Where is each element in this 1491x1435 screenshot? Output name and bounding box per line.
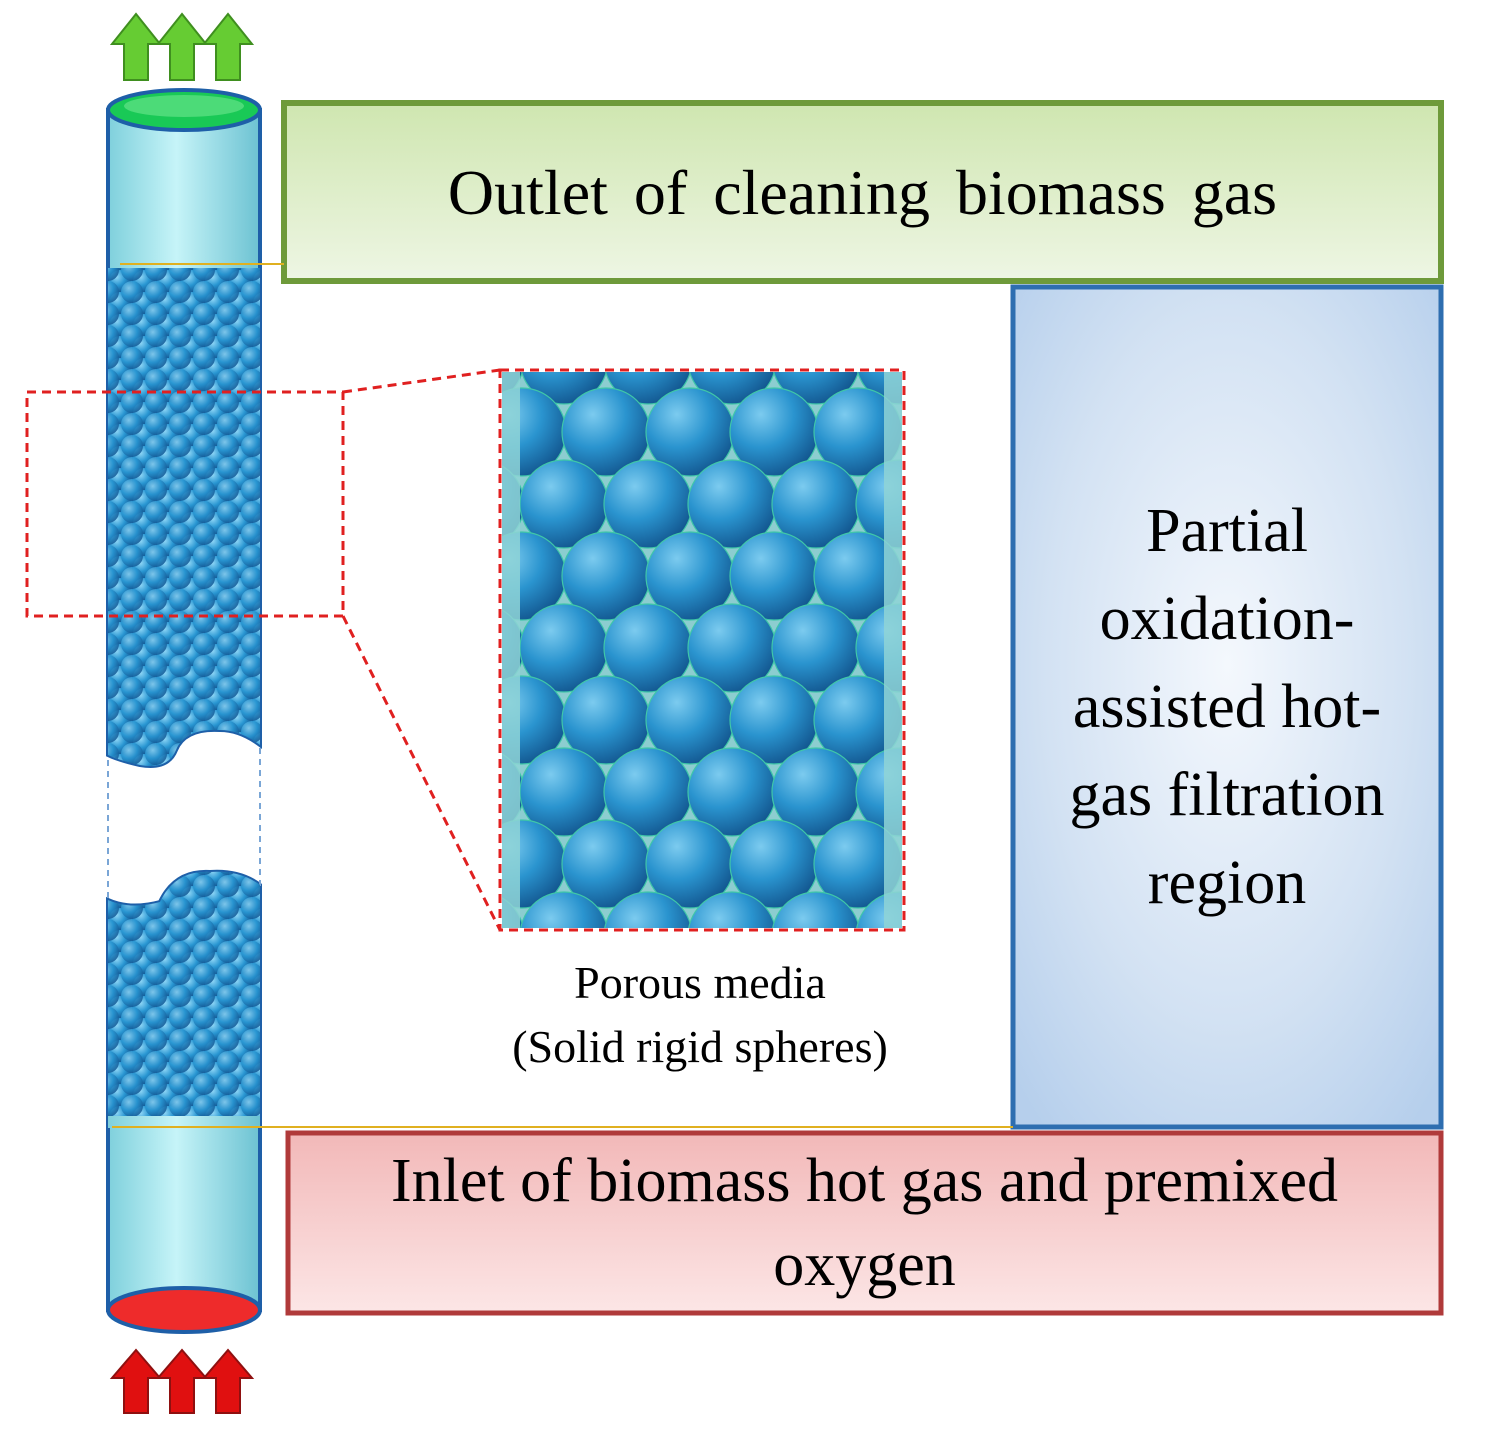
tube-spheres-lower	[108, 871, 260, 1128]
zoom-sphere	[688, 891, 776, 928]
region-line-1: Partial	[1146, 497, 1308, 565]
region-line-4: gas filtration	[1069, 761, 1385, 829]
zoom-sphere	[813, 819, 902, 909]
inlet-box	[285, 1130, 1444, 1316]
inlet-line-1: Inlet of biomass hot gas and premixed	[390, 1147, 1338, 1215]
tube	[106, 88, 262, 1334]
region-box	[1010, 284, 1444, 1130]
inflow-arrow-icon	[109, 1348, 255, 1414]
outlet-box	[281, 100, 1444, 284]
region-line-5: region	[1147, 849, 1307, 917]
tube-spheres-upper	[108, 268, 260, 766]
outflow-arrow-icon	[109, 12, 255, 81]
zoom-target-rect	[498, 368, 906, 932]
region-label: Partial oxidation- assisted hot- gas fil…	[1018, 292, 1436, 1122]
zoom-sphere	[520, 891, 608, 928]
region-line-2: oxidation-	[1099, 585, 1355, 653]
zoom-sphere	[813, 387, 902, 477]
tube-bottom-cap	[106, 1286, 262, 1334]
outlet-label: Outlet of cleaning biomass gas	[290, 108, 1435, 278]
inlet-line-2: oxygen	[773, 1231, 956, 1299]
zoom-sphere	[813, 531, 902, 621]
zoom-caption-line-1: Porous media	[574, 957, 826, 1008]
zoom-frame	[25, 368, 906, 932]
zoom-spheres	[502, 372, 902, 928]
inlet-label: Inlet of biomass hot gas and premixed ox…	[292, 1138, 1437, 1308]
zoom-caption-line-2: (Solid rigid spheres)	[512, 1021, 888, 1072]
region-line-3: assisted hot-	[1072, 673, 1382, 741]
zoom-sphere	[604, 891, 692, 928]
zoom-sphere	[813, 675, 902, 765]
zoom-sphere	[772, 891, 860, 928]
outlet-label-text: Outlet of cleaning biomass gas	[447, 157, 1278, 228]
zoom-caption: Porous media (Solid rigid spheres)	[440, 950, 960, 1080]
zoom-source-rect	[25, 390, 345, 618]
zoom-inset	[502, 372, 902, 928]
